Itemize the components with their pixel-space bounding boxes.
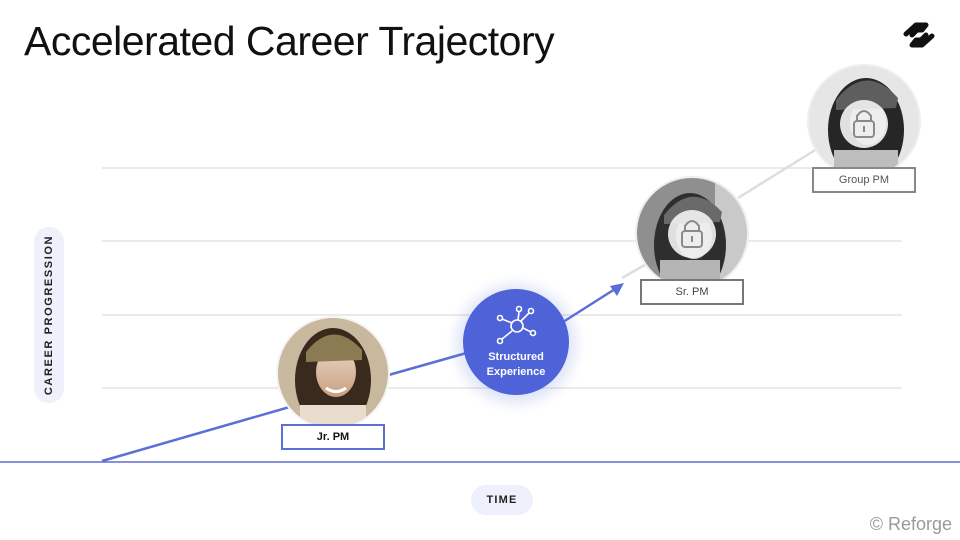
network-nodes-icon — [496, 305, 537, 345]
avatar-jr-pm — [276, 316, 390, 430]
y-axis-label-pill — [34, 227, 64, 403]
hub-label-line2: Experience — [486, 366, 546, 378]
lock-icon — [668, 210, 716, 258]
page-title: Accelerated Career Trajectory — [24, 18, 555, 64]
y-axis-label: CAREER PROGRESSION — [43, 234, 55, 396]
locked-path-line-2 — [737, 145, 821, 200]
role-label-group-pm: Group PM — [812, 167, 916, 193]
trajectory-line-up — [562, 287, 616, 324]
x-axis-label: TIME — [471, 485, 533, 515]
hub-label: Structured Experience — [466, 350, 566, 380]
structured-experience-hub — [463, 289, 569, 395]
copyright-watermark: © Reforge — [869, 514, 952, 534]
lock-icon — [840, 100, 888, 148]
role-label-sr-pm: Sr. PM — [640, 279, 744, 305]
reforge-logo — [903, 22, 935, 48]
trajectory-line-mid — [384, 350, 471, 378]
hub-label-line1: Structured — [488, 351, 544, 363]
trajectory-arrowhead — [610, 283, 624, 296]
trajectory-line-start — [101, 402, 301, 463]
role-label-jr-pm: Jr. PM — [281, 424, 385, 450]
